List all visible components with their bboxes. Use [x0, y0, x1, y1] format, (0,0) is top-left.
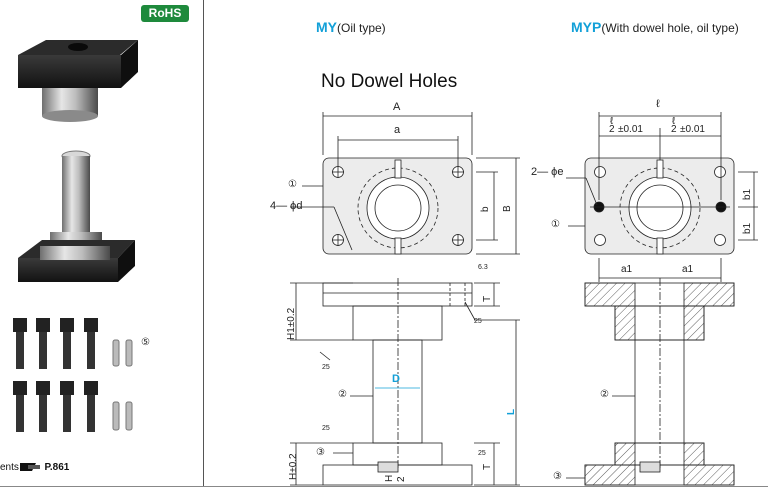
dim-H: H±0.2: [288, 453, 299, 480]
my-header: MY(Oil type): [316, 19, 386, 35]
roughness-25-d: 25: [478, 450, 486, 457]
tolerance-left: ±0.01: [618, 124, 643, 135]
dim-a1-left: a1: [621, 264, 633, 275]
dim-T-bottom: T: [482, 463, 493, 470]
reference-note: ents P.861: [0, 462, 69, 473]
reference-text: ents: [0, 462, 19, 473]
bottom-rule: [0, 486, 768, 487]
callout-2: ②: [338, 389, 347, 400]
my-code: MY: [316, 19, 337, 35]
bolts-row-1: [13, 318, 133, 369]
tolerance-right: ±0.01: [680, 124, 705, 135]
callout-3: ③: [316, 447, 325, 458]
my-desc: (Oil type): [337, 21, 386, 35]
dim-l: ℓ: [656, 98, 660, 110]
drawing-subtitle: No Dowel Holes: [321, 71, 458, 92]
dim-l-half-right: ℓ: [672, 116, 676, 127]
part-number-5-label: ⑤: [141, 337, 150, 348]
bushing-photo: [18, 40, 138, 122]
roughness-25-b: 25: [474, 318, 482, 325]
myp-top-view: [566, 112, 758, 282]
dim-two-right: 2: [671, 124, 677, 135]
dim-b1-bottom: b1: [742, 222, 753, 234]
myp-code: MYP: [571, 19, 602, 35]
myp-desc: (With dowel hole, oil type): [601, 21, 739, 35]
dim-L: L: [506, 408, 517, 415]
my-section-view: [290, 278, 520, 486]
product-photo-panel: [0, 0, 204, 486]
callout-3-myp: ③: [553, 471, 562, 482]
dim-b: b: [480, 206, 491, 212]
callout-4-phi-d: 4— ϕd: [270, 200, 303, 212]
roughness-25-c: 25: [322, 425, 330, 432]
callout-2-phi-e: 2— ϕe: [531, 166, 564, 178]
dim-two-left: 2: [609, 124, 615, 135]
dim-D: D: [392, 373, 400, 385]
dim-T-top: T: [482, 295, 493, 302]
my-top-view: [290, 112, 520, 255]
dim-l-half-left: ℓ: [610, 116, 614, 127]
dim-a1-right: a1: [682, 264, 694, 275]
myp-section-view: [566, 278, 735, 486]
callout-1-myp: ①: [551, 219, 560, 230]
roughness-25-a: 25: [322, 364, 330, 371]
dim-h-small: H: [384, 474, 395, 482]
reference-arrow-icon: [20, 463, 40, 471]
post-photo: [18, 150, 135, 282]
callout-1: ①: [288, 179, 297, 190]
dim-B: B: [502, 205, 513, 212]
dim-A: A: [393, 101, 401, 113]
roughness-6-3: 6.3: [478, 264, 488, 271]
callout-2-myp: ②: [600, 389, 609, 400]
dim-a: a: [394, 124, 401, 136]
myp-header: MYP(With dowel hole, oil type): [571, 19, 739, 35]
dim-H1: H1±0.2: [286, 307, 297, 340]
product-images: [13, 40, 138, 471]
reference-page-link[interactable]: P.861: [44, 462, 70, 473]
dim-b1-top: b1: [742, 188, 753, 200]
rohs-badge: RoHS: [141, 5, 189, 22]
bolts-row-2: [13, 381, 133, 432]
dim-two-small: 2: [396, 476, 407, 482]
